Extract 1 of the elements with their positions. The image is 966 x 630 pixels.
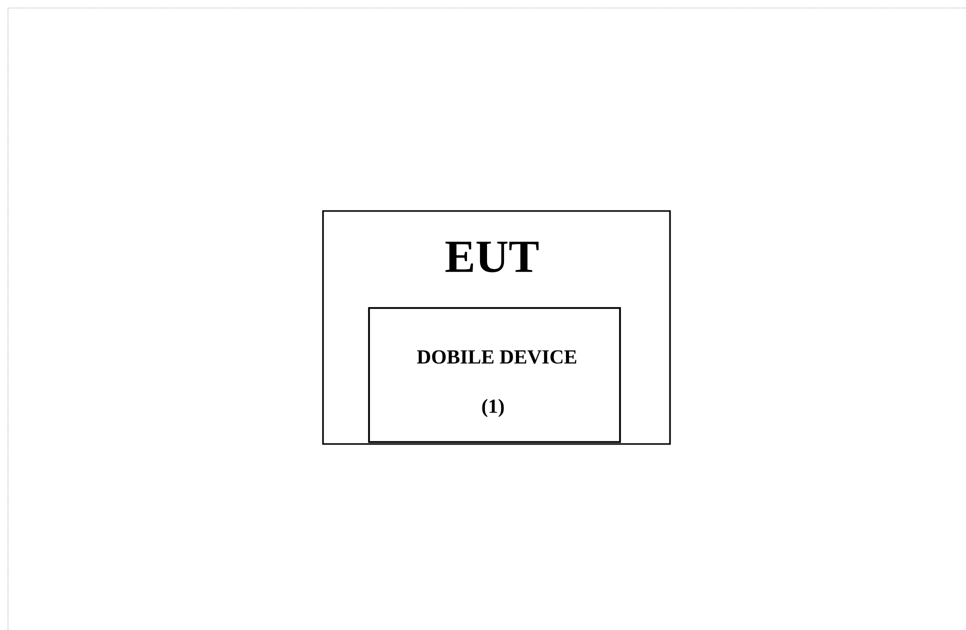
inner-box: DOBILE DEVICE (1): [368, 307, 621, 443]
